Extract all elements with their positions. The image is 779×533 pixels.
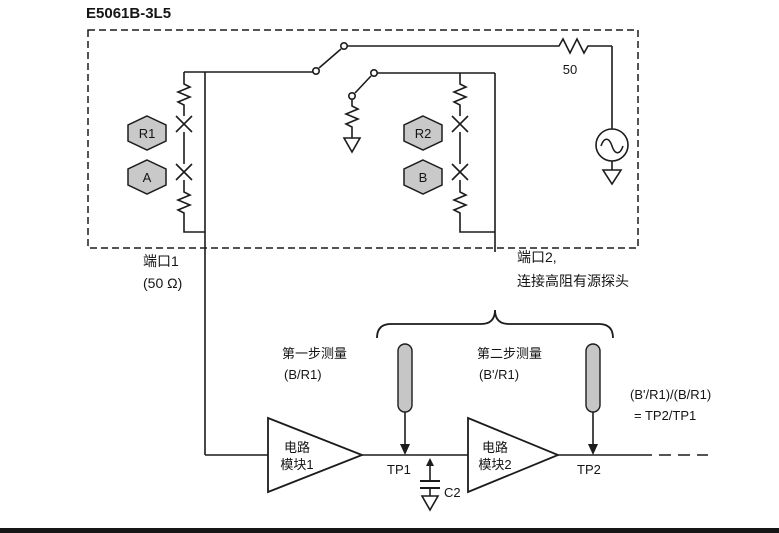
mixer-x-icon [451, 115, 469, 133]
source-ground-icon [601, 169, 623, 186]
probe-arrow-icon [588, 444, 598, 455]
mixer-x-icon [175, 115, 193, 133]
capacitor-plates-icon [420, 480, 440, 489]
receiver-b-hexagon [403, 159, 443, 195]
c2-ground-icon [420, 495, 440, 512]
receiver-r2-label: R2 [415, 126, 432, 141]
switch-blade-1 [318, 48, 342, 69]
mixer-x-icon [175, 163, 193, 181]
c2-capacitor-branch: C2 [420, 458, 461, 512]
receiver-r2-hexagon [403, 115, 443, 151]
circuit-module-1: 电路 模块1 [267, 416, 365, 494]
resistor-icon [175, 190, 193, 215]
switch-pivot-1 [339, 41, 348, 50]
probe-arrow-icon [400, 444, 410, 455]
diagram-title: E5061B-3L5 [86, 5, 171, 22]
step1-title: 第一步测量 [282, 346, 347, 361]
up-arrow-icon [426, 458, 434, 466]
mixer-x-icon [451, 163, 469, 181]
termination-ground-icon [342, 137, 362, 154]
source-resistor [556, 37, 591, 55]
module1-label-line2: 模块1 [280, 457, 313, 472]
switch-blade-2 [354, 75, 372, 94]
tp2-label: TP2 [577, 462, 601, 477]
signal-source [595, 128, 629, 186]
receiver-chain-left: R1 A [127, 72, 205, 233]
module2-label-line1: 电路 [482, 440, 508, 455]
source-wire [347, 45, 613, 170]
result-equals: = TP2/TP1 [634, 408, 696, 423]
amplifier-triangle-icon [267, 416, 365, 494]
c2-label: C2 [444, 485, 461, 500]
resistor-icon [451, 190, 469, 215]
port2-wire [377, 72, 496, 252]
module2-label-line2: 模块2 [478, 457, 511, 472]
circuit-module-2: 电路 模块2 [467, 416, 561, 494]
amplifier-triangle-icon [467, 416, 561, 494]
switch-contact-1 [311, 67, 320, 76]
termination-resistor [343, 104, 361, 129]
tp1-label: TP1 [387, 462, 411, 477]
receiver-a-hexagon [127, 159, 167, 195]
step2-title: 第二步测量 [477, 346, 542, 361]
probe-body-icon [397, 343, 413, 413]
page-bottom-edge [0, 528, 779, 533]
step2-ratio: (B'/R1) [479, 367, 519, 382]
module1-label-line1: 电路 [284, 440, 310, 455]
active-probe-1 [397, 343, 413, 455]
resistor-icon [175, 82, 193, 107]
switch-pivot-2 [369, 69, 378, 78]
port1-wire [184, 71, 316, 455]
receiver-r1-label: R1 [139, 126, 156, 141]
resistor-icon [451, 82, 469, 107]
receiver-r1-hexagon [127, 115, 167, 151]
switch-contact-2 [347, 92, 356, 101]
receiver-b-label: B [419, 170, 428, 185]
instrument-dashed-box [87, 29, 639, 249]
receiver-chain-right: R2 B [403, 73, 495, 233]
port1-impedance-label: (50 Ω) [143, 275, 182, 291]
probe-body-icon [585, 343, 601, 413]
active-probe-2 [585, 343, 601, 455]
step1-ratio: (B/R1) [284, 367, 322, 382]
port2-note-label: 连接高阻有源探头 [517, 273, 629, 289]
receiver-a-label: A [143, 170, 152, 185]
port2-label: 端口2, [517, 249, 557, 265]
source-resistor-label: 50 [563, 62, 577, 77]
sine-wave-icon [600, 138, 624, 154]
port2-brace [376, 309, 614, 339]
source-switch [311, 41, 378, 101]
result-expression: (B'/R1)/(B/R1) [630, 387, 711, 402]
port1-label: 端口1 [143, 253, 179, 269]
